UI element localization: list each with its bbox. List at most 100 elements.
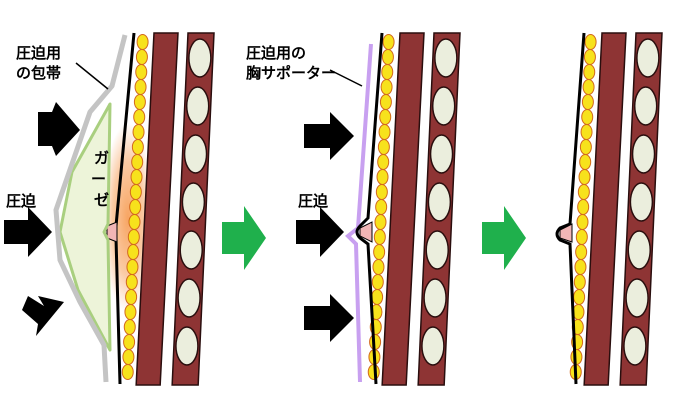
fat-cell <box>375 199 388 215</box>
panel-bandage: ガ ー ゼ 圧迫用 の包帯 圧迫 <box>4 32 215 386</box>
bandage-leader-line <box>75 62 109 90</box>
wound-depression <box>559 223 573 243</box>
gauze-char-2: ー <box>91 170 106 188</box>
fat-cell <box>121 364 134 380</box>
fat-cell <box>131 139 144 155</box>
rib-layer <box>619 32 663 386</box>
rib-bone <box>425 230 449 270</box>
fat-cell <box>372 259 385 275</box>
fat-cell <box>130 169 143 185</box>
panel-supporter: 圧迫用の 胸サポーター 圧迫 <box>246 32 461 386</box>
next-step-arrow-icon <box>482 206 526 270</box>
fat-cell <box>377 139 390 155</box>
rib-bone <box>431 86 456 126</box>
fat-cell <box>381 49 394 65</box>
muscle-band <box>583 32 627 386</box>
fat-cell <box>573 274 586 290</box>
rib-bone <box>423 278 447 318</box>
rib-bone <box>434 38 458 78</box>
rib-bone <box>175 326 199 366</box>
fat-cell <box>574 259 587 275</box>
wound-depression <box>359 221 373 243</box>
pressure-label: 圧迫 <box>298 192 329 210</box>
skin-line <box>555 32 586 385</box>
muscle-layer <box>135 32 179 386</box>
supporter-leader-line <box>329 69 363 87</box>
fat-cell <box>133 109 146 125</box>
rib-bone <box>185 86 210 126</box>
fat-cell <box>380 79 393 95</box>
fat-cell <box>584 34 597 50</box>
rib-bone <box>188 38 212 78</box>
pressure-label: 圧迫 <box>6 192 37 210</box>
pressure-arrow-icon <box>38 102 80 156</box>
rib-bone <box>633 86 658 126</box>
rib-bone <box>177 278 201 318</box>
fat-cell <box>581 109 594 125</box>
fat-cell <box>371 274 384 290</box>
fat-cell <box>371 289 384 305</box>
gauze-char-3: ゼ <box>94 191 109 209</box>
fat-cell <box>374 214 387 230</box>
rib-bone <box>427 182 452 222</box>
fat-cell <box>581 94 594 110</box>
inflammation-glow <box>102 123 154 313</box>
pressure-arrow-icon <box>304 112 354 160</box>
fat-cell <box>583 49 596 65</box>
fat-cell <box>379 109 392 125</box>
fat-cell <box>134 79 147 95</box>
fat-cell <box>132 124 145 140</box>
fat-cell <box>579 139 592 155</box>
fat-cell <box>126 259 139 275</box>
fat-cell <box>129 199 142 215</box>
muscle-layer <box>583 32 627 386</box>
rib-bone <box>183 134 208 174</box>
fat-cell <box>125 289 138 305</box>
fat-cell <box>575 229 588 245</box>
muscle-band <box>135 32 179 386</box>
fat-cell <box>573 289 586 305</box>
fat-cell <box>577 184 590 200</box>
fat-cell <box>377 154 390 170</box>
fat-cell <box>133 94 146 110</box>
fat-cell <box>135 64 148 80</box>
fat-cell <box>129 184 142 200</box>
supporter-label-line-2: 胸サポーター <box>246 64 336 82</box>
fat-cell <box>373 244 386 260</box>
fat-cell <box>582 79 595 95</box>
rib-bone <box>629 182 654 222</box>
fat-cell <box>578 169 591 185</box>
pressure-arrow-icon <box>22 296 64 336</box>
pressure-arrow-icon <box>304 294 354 342</box>
fat-cell <box>575 244 588 260</box>
gauze <box>58 102 112 352</box>
muscle-layer <box>381 32 425 386</box>
fat-cell <box>375 184 388 200</box>
rib-bone <box>421 326 445 366</box>
gauze-char-1: ガ <box>94 149 109 167</box>
next-step-arrow-icon <box>222 206 266 270</box>
rib-bone <box>631 134 656 174</box>
fat-cell <box>131 154 144 170</box>
skin-line <box>355 32 384 385</box>
fat-cell <box>125 274 138 290</box>
rib-bone <box>625 278 649 318</box>
fat-cell <box>123 319 136 335</box>
rib-layer <box>171 32 215 386</box>
rib-bone <box>623 326 647 366</box>
fat-cell <box>579 154 592 170</box>
fat-cell <box>576 214 589 230</box>
bandage-label-line-2: の包帯 <box>16 64 61 82</box>
pressure-arrow-icon <box>4 207 52 257</box>
fat-cell <box>127 229 140 245</box>
fat-cell <box>378 124 391 140</box>
fat-cell <box>376 169 389 185</box>
rib-bone <box>627 230 651 270</box>
supporter-label-line-1: 圧迫用の <box>246 44 306 62</box>
fat-cell <box>122 349 135 365</box>
fat-cell <box>124 304 137 320</box>
rib-bone <box>179 230 203 270</box>
bandage-label-line-1: 圧迫用 <box>16 44 61 62</box>
rib-bone <box>636 38 660 78</box>
